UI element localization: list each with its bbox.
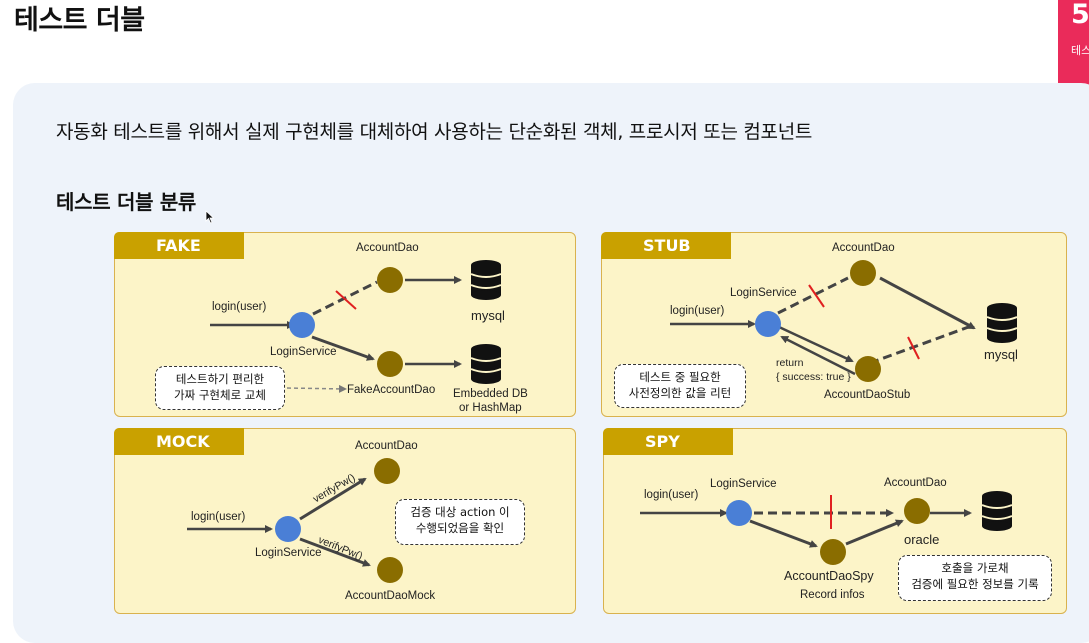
- database-icon: [986, 302, 1018, 344]
- stub-real-dao-node: [850, 260, 876, 286]
- mock-diagram: [187, 458, 403, 583]
- spy-spy-dao-label: AccountDaoSpy: [784, 569, 874, 583]
- fake-service-node: [289, 312, 315, 338]
- mock-real-dao-label: AccountDao: [355, 440, 418, 452]
- fake-input-label: login(user): [212, 301, 267, 313]
- spy-real-dao-label: AccountDao: [884, 477, 947, 489]
- mock-service-node: [275, 516, 301, 542]
- mouse-cursor-icon: [205, 210, 215, 224]
- mock-service-label: LoginService: [255, 547, 322, 559]
- spy-tag: SPY: [603, 428, 733, 455]
- fake-note-line1: 테스트하기 편리한: [175, 372, 265, 386]
- fake-fake-dao-node: [377, 351, 403, 377]
- fake-note-line2: 가짜 구현체로 교체: [174, 388, 266, 402]
- stub-note-line1: 테스트 중 필요한: [639, 370, 721, 384]
- spy-diagram: [640, 490, 1013, 565]
- fake-note: 테스트하기 편리한 가짜 구현체로 교체: [155, 366, 285, 410]
- stub-note: 테스트 중 필요한 사전정의한 값을 리턴: [614, 364, 746, 408]
- mock-note: 검증 대상 action 이 수행되었음을 확인: [395, 499, 525, 545]
- mock-input-label: login(user): [191, 511, 246, 523]
- stub-return-line1: return: [776, 357, 804, 369]
- mock-real-dao-node: [374, 458, 400, 484]
- spy-note: 호출을 가로채 검증에 필요한 정보를 기록: [898, 555, 1052, 601]
- fake-diagram: [210, 259, 502, 393]
- chapter-number: 5: [1071, 0, 1089, 30]
- fake-real-dao-label: AccountDao: [356, 242, 419, 254]
- section-title: 테스트 더블 분류: [56, 190, 197, 214]
- stub-stub-dao-label: AccountDaoStub: [824, 389, 911, 401]
- spy-real-dao-node: [904, 498, 930, 524]
- stub-note-line2: 사전정의한 값을 리턴: [628, 386, 732, 400]
- spy-service-node: [726, 500, 752, 526]
- mock-mock-dao-node: [377, 557, 403, 583]
- database-icon: [981, 490, 1013, 532]
- stub-service-label: LoginService: [730, 287, 797, 299]
- stub-diagram: [670, 260, 1018, 382]
- stub-return-line2: { success: true }: [776, 371, 851, 383]
- definition-text: 자동화 테스트를 위해서 실제 구현체를 대체하여 사용하는 단순화된 객체, …: [56, 121, 813, 143]
- database-icon: [470, 343, 502, 385]
- fake-fake-link: [311, 335, 375, 361]
- stub-tag: STUB: [601, 232, 731, 259]
- spy-panel: SPY login(user) LoginService AccountDao …: [603, 428, 1067, 614]
- fake-service-label: LoginService: [270, 346, 337, 358]
- fake-store-line2: or HashMap: [459, 402, 522, 414]
- stub-input-label: login(user): [670, 305, 725, 317]
- stub-panel: STUB login(user) LoginService AccountDao…: [601, 232, 1067, 417]
- mock-note-line2: 수행되었음을 확인: [415, 521, 505, 535]
- stub-service-node: [755, 311, 781, 337]
- spy-record-label: Record infos: [800, 589, 865, 601]
- spy-store-label: oracle: [904, 532, 940, 547]
- fake-store-line1: Embedded DB: [453, 388, 528, 400]
- mock-mock-dao-label: AccountDaoMock: [345, 590, 436, 602]
- stub-stub-dao-node: [855, 356, 881, 382]
- fake-panel: FAKE login(user) LoginService AccountDao…: [114, 232, 576, 417]
- mock-note-line1: 검증 대상 action 이: [410, 505, 510, 519]
- database-icon: [470, 259, 502, 301]
- chapter-subtitle: 테스: [1071, 44, 1089, 57]
- stub-store-label: mysql: [984, 347, 1018, 362]
- fake-real-dao-node: [377, 267, 403, 293]
- fake-fake-dao-label: FakeAccountDao: [347, 384, 436, 396]
- stub-real-dao-label: AccountDao: [832, 242, 895, 254]
- spy-spy-dao-node: [820, 539, 846, 565]
- mock-tag: MOCK: [114, 428, 244, 455]
- spy-input-label: login(user): [644, 489, 699, 501]
- fake-tag: FAKE: [114, 232, 244, 259]
- mock-panel: MOCK login(user) LoginService AccountDao…: [114, 428, 576, 614]
- page-title: 테스트 더블: [14, 5, 145, 36]
- fake-real-store-label: mysql: [471, 308, 505, 323]
- spy-service-label: LoginService: [710, 478, 777, 490]
- spy-note-line2: 검증에 필요한 정보를 기록: [911, 577, 1039, 591]
- spy-note-line1: 호출을 가로채: [941, 561, 1009, 575]
- fake-cut-mark: [335, 290, 357, 310]
